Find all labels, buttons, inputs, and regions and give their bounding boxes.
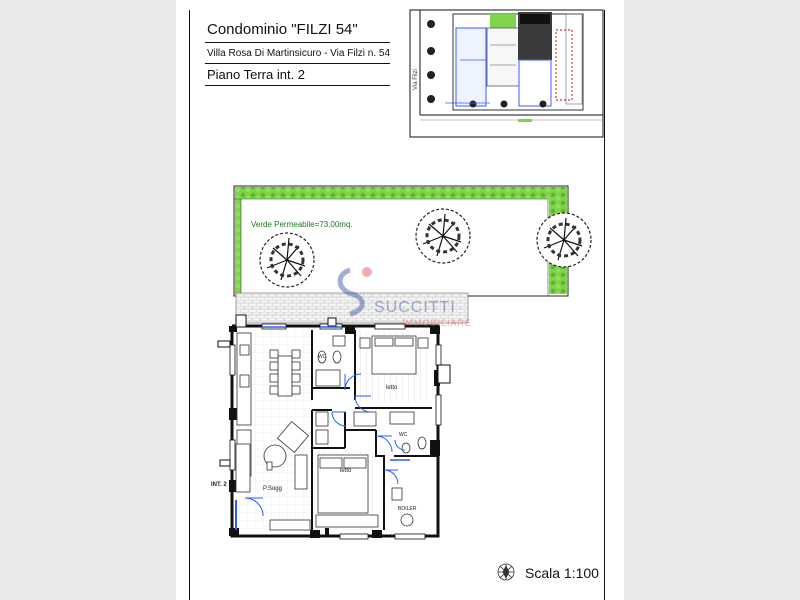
tree-3 — [536, 212, 592, 268]
room-label-living: P.Sogg — [263, 486, 282, 492]
drawing-frame — [189, 10, 605, 600]
room-label-bed1: letto — [386, 385, 398, 391]
floor-underline — [205, 85, 390, 86]
room-label-wc2: WC — [399, 432, 408, 438]
unit-label: INT. 2 — [211, 482, 227, 488]
wc1-fixtures — [315, 335, 346, 387]
dining-table — [269, 349, 301, 397]
bed1 — [359, 335, 429, 375]
floor-plan — [217, 314, 451, 540]
tree-1 — [259, 232, 315, 288]
room-label-bed2: letto — [340, 468, 352, 474]
hedge-left — [235, 198, 241, 294]
keyplan — [409, 9, 604, 138]
floor-label: Piano Terra int. 2 — [207, 67, 306, 82]
title-underline — [205, 42, 390, 43]
keyplan-street-label: Via Filzi — [413, 69, 419, 90]
project-title: Condominio "FILZI 54" — [207, 21, 358, 38]
watermark-sub: IMMOBILIARE — [402, 318, 473, 328]
room-label-wc1: WC — [318, 354, 327, 360]
compass-icon — [497, 563, 515, 581]
room-label-boiler: BOILER — [398, 506, 417, 512]
hedge-top — [235, 187, 567, 199]
project-address: Villa Rosa Di Martinsicuro - Via Filzi n… — [207, 48, 391, 59]
bed2 — [315, 454, 379, 528]
wc2-fixtures — [353, 411, 427, 454]
living-furniture — [235, 420, 311, 531]
address-underline — [205, 63, 390, 64]
scale-label: Scala 1:100 — [525, 565, 599, 581]
door-swings — [235, 326, 410, 530]
green-area-label: Verde Permeabile=73,00mq. — [251, 220, 353, 229]
tree-2 — [415, 208, 471, 264]
watermark-brand: SUCCITTI — [374, 299, 456, 316]
paved-terrace — [235, 292, 469, 324]
